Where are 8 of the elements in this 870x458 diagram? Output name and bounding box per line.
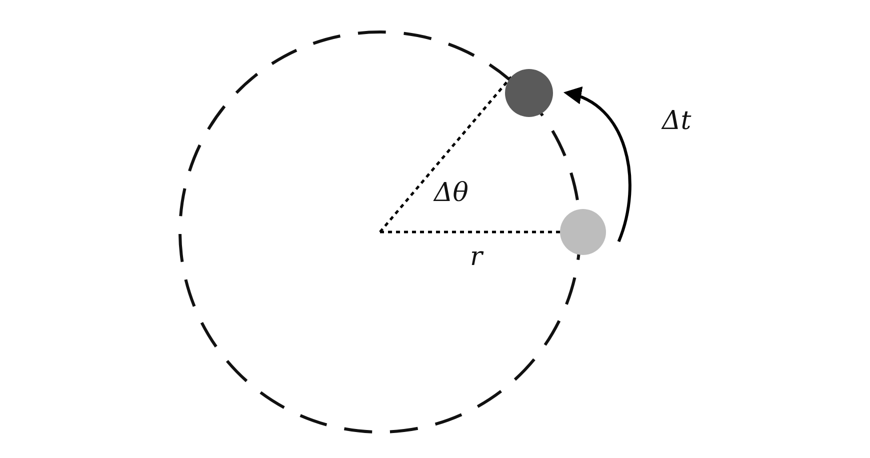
ball [505, 69, 553, 117]
radius-label: r [470, 244, 482, 270]
edge-label: Δt [662, 108, 692, 134]
angle-label: Δθ [434, 180, 468, 206]
ball [560, 209, 606, 255]
curved-arrow [564, 88, 632, 242]
radius-line [379, 76, 512, 233]
radius-line [380, 230, 560, 234]
